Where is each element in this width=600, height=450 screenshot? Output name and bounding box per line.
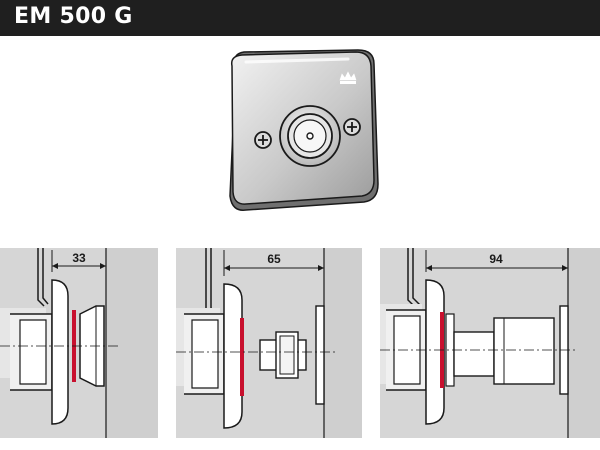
crown-logo-icon [339,71,357,84]
right-screw-icon [343,118,361,136]
product-title: EM 500 G [14,4,133,29]
dimension-label-65: 65 [267,252,281,266]
mounting-diagram-33: 33 [0,248,158,438]
mounting-diagram-65: 65 [176,248,362,438]
dimension-label-33: 33 [72,251,86,265]
dimension-label-94: 94 [489,252,503,266]
mounting-diagram-94: 94 [380,248,600,438]
header-bar: EM 500 G [0,0,600,36]
magnet-core [279,105,341,167]
product-illustration [229,49,379,211]
left-screw-icon [254,131,272,149]
